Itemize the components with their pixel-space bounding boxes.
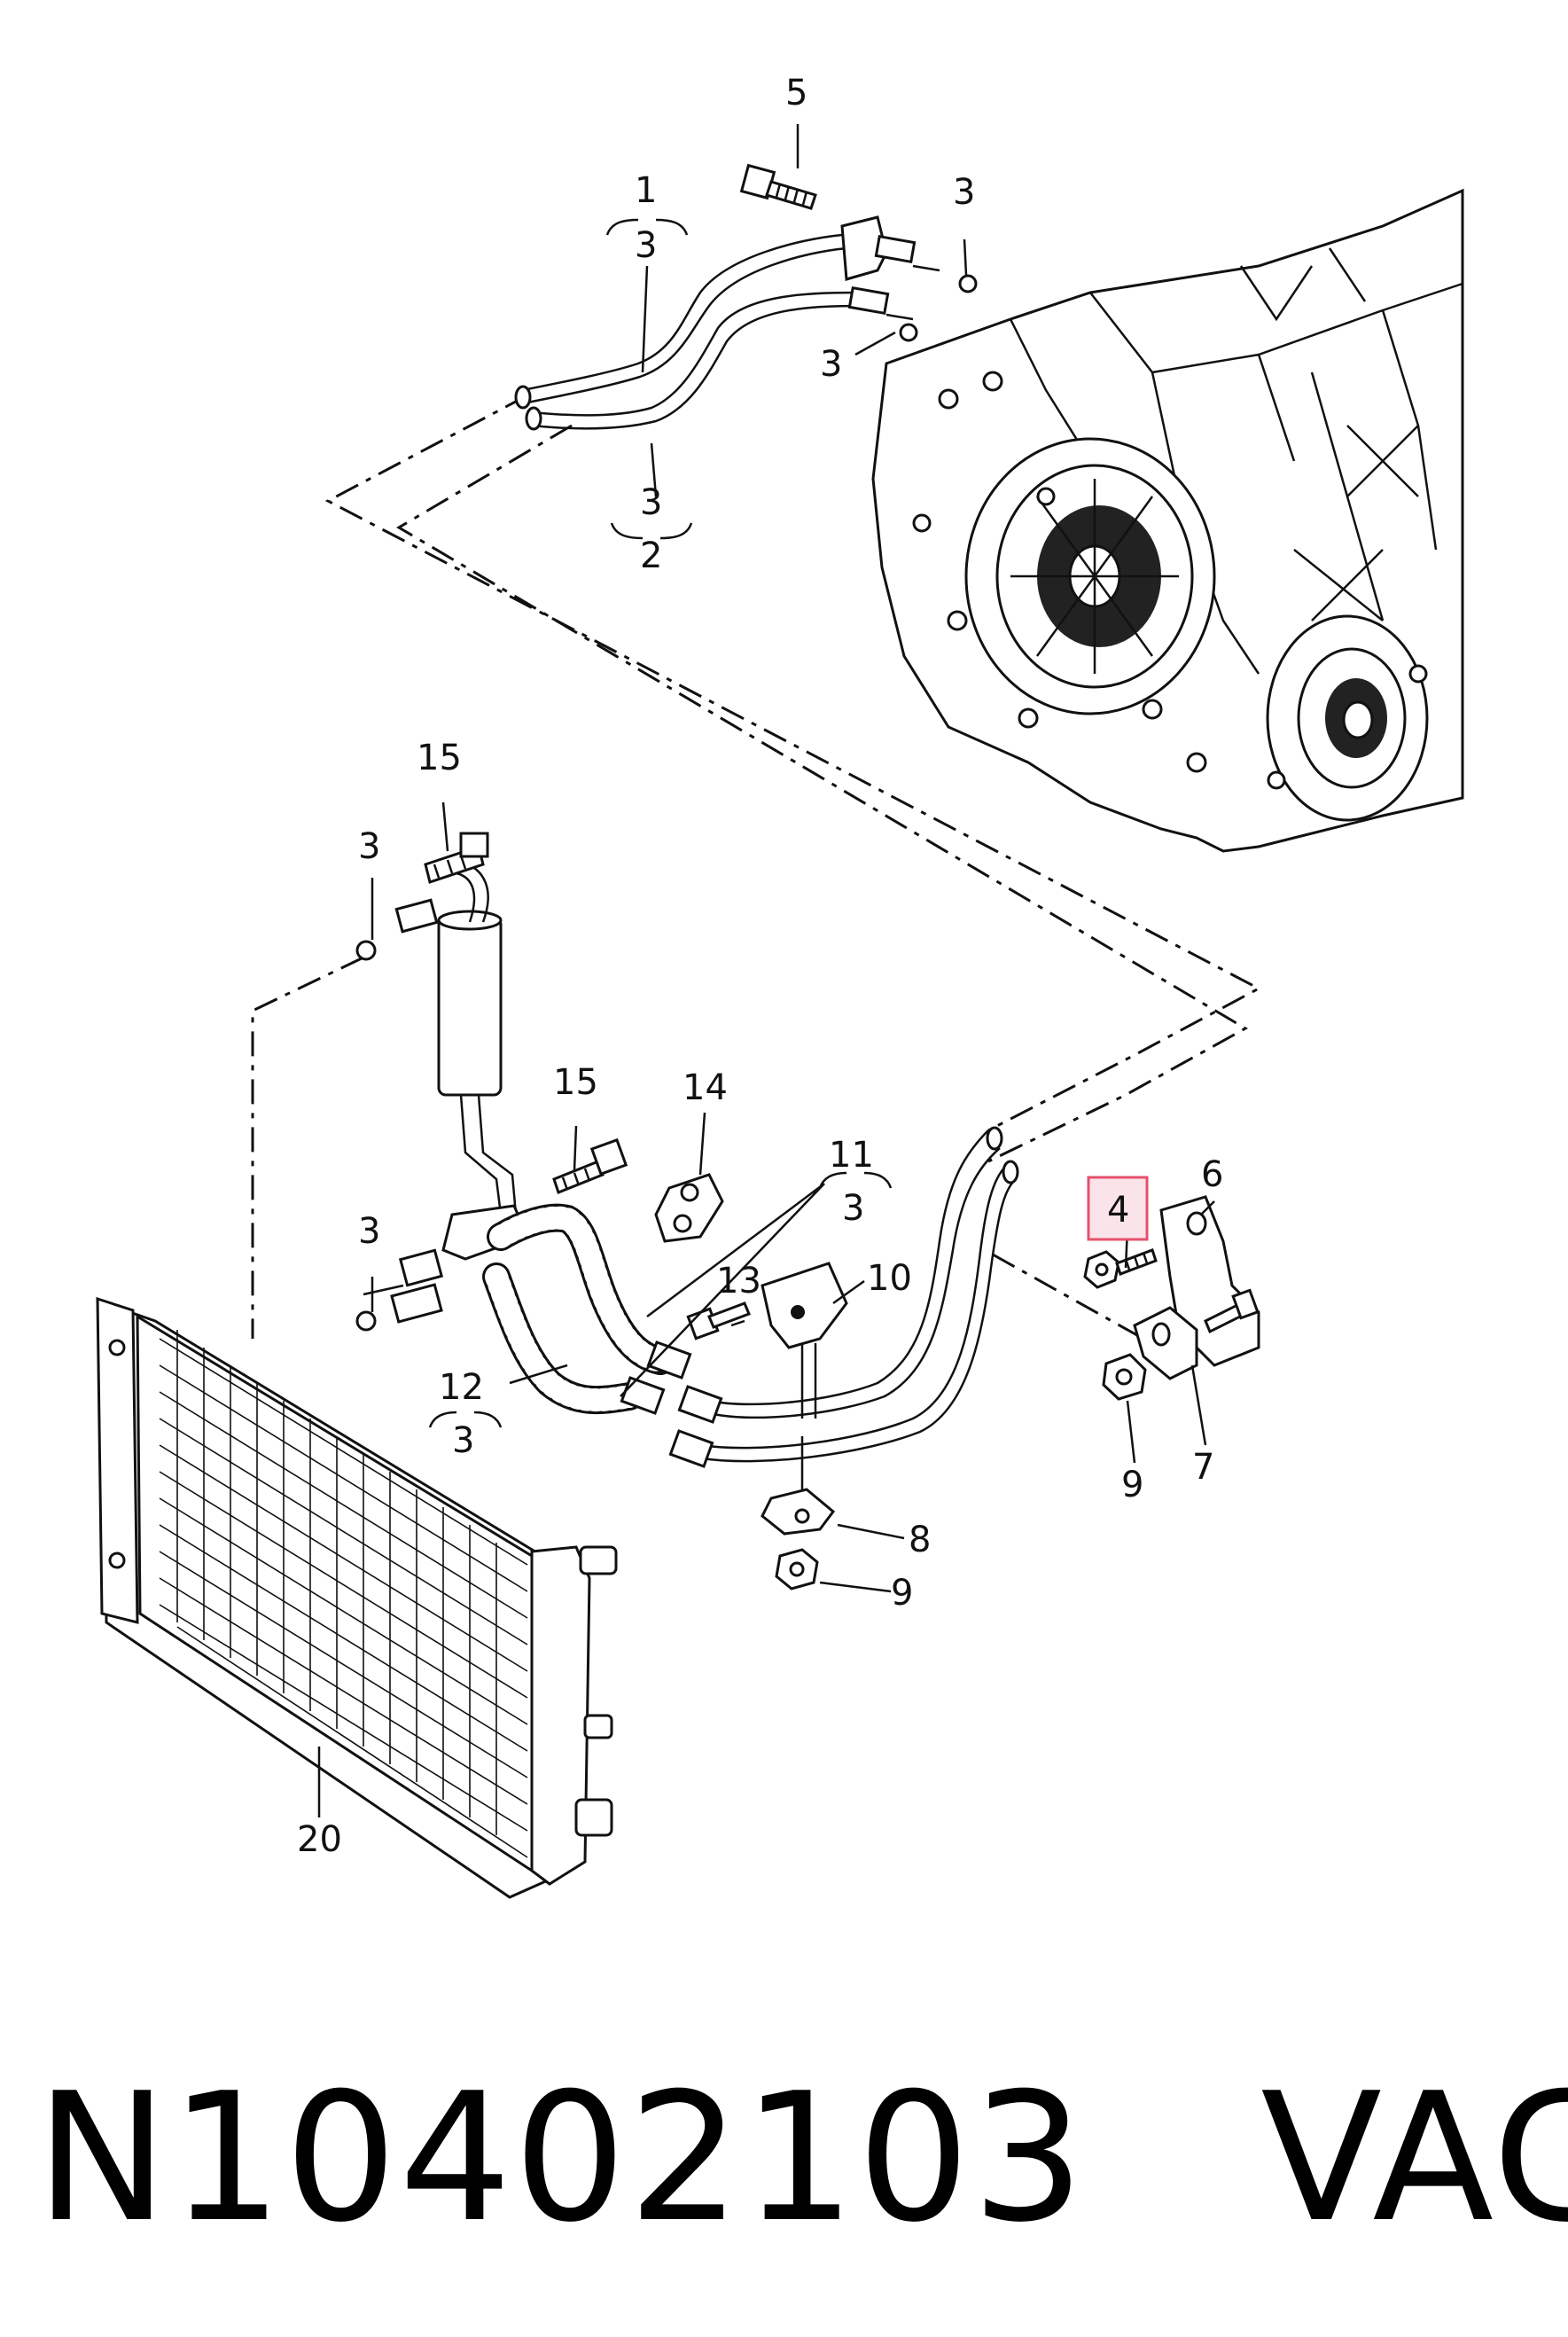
parts-diagram: 1 3 3 2 5 3 3 15 3 15 14 11 3 3 13 10 12… bbox=[96, 73, 1464, 1899]
upper-line-fittings bbox=[840, 215, 940, 321]
assembly-dashed-line-left bbox=[251, 956, 364, 1339]
label-11-sub: 3 bbox=[842, 1188, 864, 1229]
oil-filter-canister bbox=[437, 860, 518, 1215]
label-3-left-top: 3 bbox=[358, 826, 380, 867]
label-20: 20 bbox=[297, 1819, 342, 1860]
label-1-sub: 3 bbox=[635, 225, 657, 266]
o-ring bbox=[958, 274, 978, 293]
clamp-8 bbox=[761, 1488, 836, 1536]
part-labels: 1 3 3 2 5 3 3 15 3 15 14 11 3 3 13 10 12… bbox=[297, 73, 1223, 1860]
hose-assembly bbox=[482, 1203, 692, 1415]
part-number: N10402103 bbox=[35, 2055, 1087, 2262]
output-flange bbox=[1266, 614, 1429, 822]
label-3-top-mid: 3 bbox=[820, 344, 842, 385]
label-15-top: 15 bbox=[417, 738, 462, 778]
assembly-dashed-line-upper bbox=[324, 394, 1262, 1132]
label-14: 14 bbox=[683, 1067, 728, 1108]
cooler-line-lower bbox=[668, 1126, 1019, 1468]
bolt-4 bbox=[1083, 1248, 1158, 1289]
o-ring bbox=[899, 323, 918, 342]
radiator bbox=[96, 1296, 618, 1899]
label-13: 13 bbox=[716, 1261, 761, 1301]
label-2: 2 bbox=[640, 535, 662, 576]
label-3-left-bottom: 3 bbox=[358, 1211, 380, 1252]
part-caption: N10402103 VAG bbox=[35, 2052, 1568, 2265]
nut-9-bottom bbox=[775, 1548, 819, 1591]
label-1: 1 bbox=[635, 170, 657, 211]
label-8: 8 bbox=[909, 1520, 931, 1560]
bolt-5 bbox=[739, 163, 817, 210]
brand-name: VAG bbox=[1260, 2055, 1568, 2262]
assembly-dashed-line-bracket bbox=[992, 1253, 1144, 1340]
nut-9-right bbox=[1102, 1353, 1147, 1401]
bracket-7 bbox=[1133, 1288, 1260, 1380]
label-12: 12 bbox=[439, 1367, 484, 1408]
filter-fittings bbox=[355, 832, 489, 961]
bolt-15-mid bbox=[552, 1137, 628, 1194]
clutch-flywheel bbox=[964, 437, 1216, 715]
label-5: 5 bbox=[785, 73, 807, 113]
highlight-box-part-4 bbox=[1087, 1176, 1149, 1241]
cooler-line-upper bbox=[514, 233, 870, 431]
label-12-sub: 3 bbox=[452, 1420, 474, 1461]
label-10: 10 bbox=[867, 1258, 912, 1299]
label-6: 6 bbox=[1201, 1154, 1223, 1195]
label-9-bottom: 9 bbox=[891, 1573, 913, 1614]
clip-14 bbox=[654, 1173, 724, 1243]
label-7: 7 bbox=[1192, 1447, 1214, 1488]
label-15-mid: 15 bbox=[553, 1062, 598, 1103]
bracket-10 bbox=[761, 1262, 848, 1516]
label-3-top-right: 3 bbox=[953, 172, 975, 213]
assembly-dashed-line-lower bbox=[396, 424, 1249, 1163]
label-2-sub: 3 bbox=[640, 482, 662, 523]
housing-bolts bbox=[912, 371, 1428, 790]
label-11: 11 bbox=[829, 1135, 874, 1176]
label-9-right: 9 bbox=[1121, 1465, 1143, 1505]
bolt-13 bbox=[686, 1301, 751, 1340]
label-4: 4 bbox=[1107, 1190, 1129, 1231]
leader-lines bbox=[317, 124, 1215, 1817]
